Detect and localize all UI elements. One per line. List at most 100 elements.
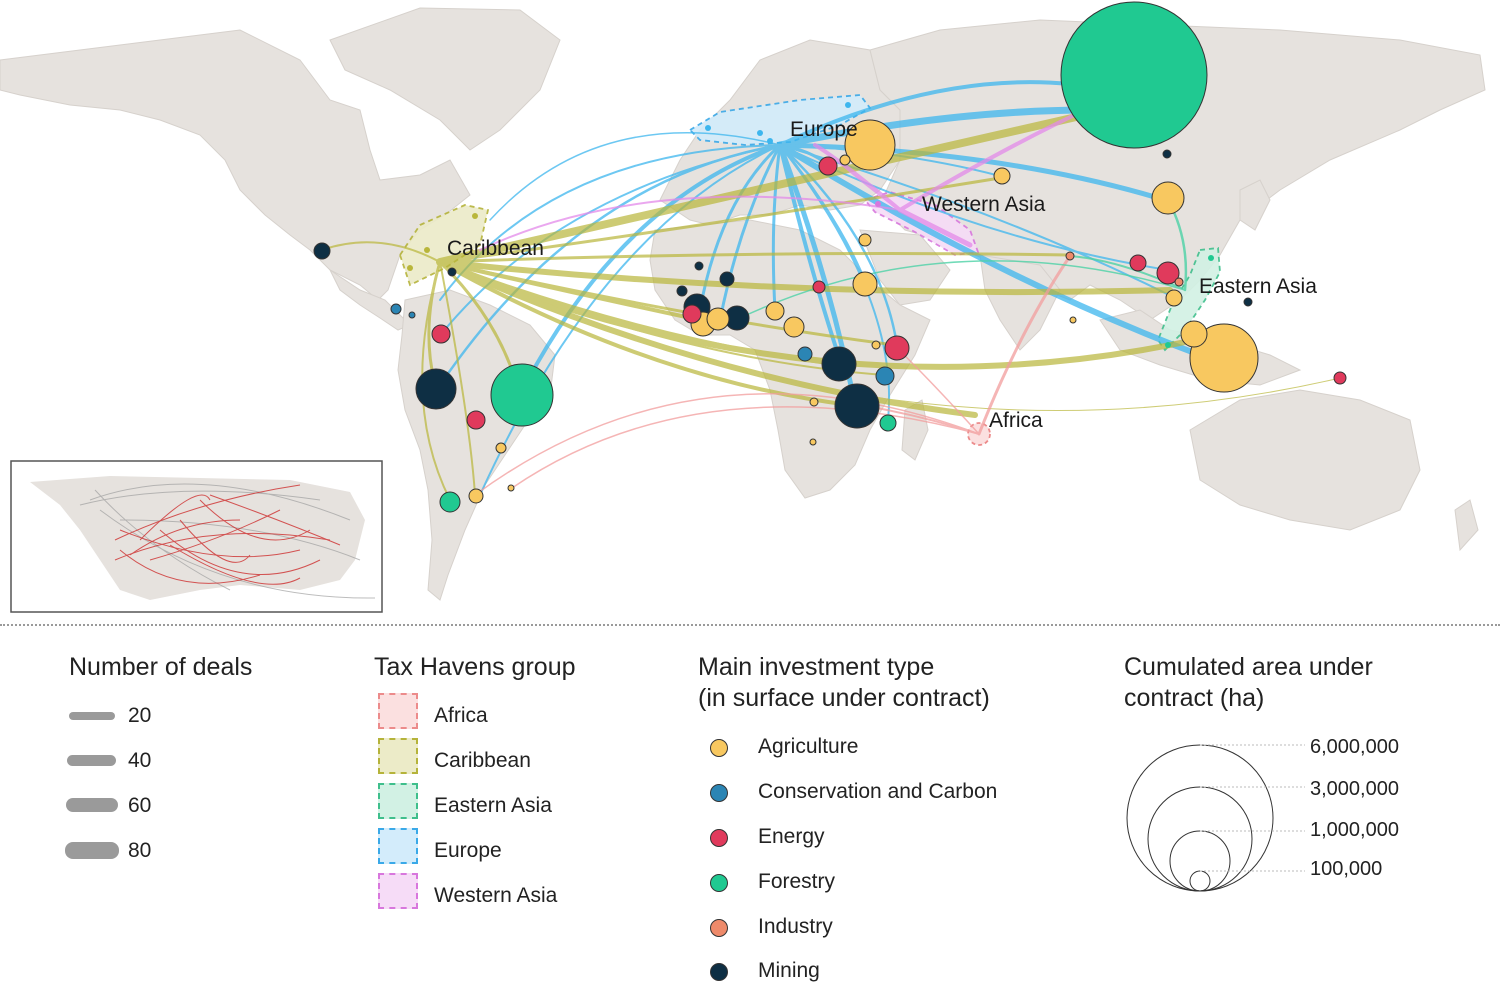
inset-red-flow <box>114 532 331 561</box>
bubble-chile-forestry <box>439 491 461 513</box>
bubble-paraguay-agriculture <box>495 442 507 454</box>
bubble-cameroon-agriculture <box>783 316 805 338</box>
flow-caribbean-to-india <box>438 252 1072 264</box>
bubble-burma-energy <box>1129 254 1147 272</box>
type-dot-conservation <box>710 784 728 802</box>
haven-label-western-asia: Western Asia <box>434 884 558 907</box>
bubble-sierra-energy <box>682 304 702 324</box>
type-dot-energy <box>710 829 728 847</box>
bubble-png-energy <box>1333 371 1347 385</box>
deal-bar-20 <box>69 712 115 720</box>
inset-red-flow <box>114 484 301 541</box>
bubble-iraq-agriculture <box>858 233 872 247</box>
bubble-kazakh-agriculture <box>993 167 1011 185</box>
bubble-zambia-agriculture <box>809 397 819 407</box>
section-divider <box>0 624 1500 626</box>
australia-land <box>1189 389 1421 531</box>
flow-western-asia-to-caribbean <box>479 195 901 251</box>
bubble-ethiopia-energy <box>884 335 910 361</box>
bubble-kenya-conservation <box>875 366 895 386</box>
flow-eastern-asia-to-west-africa <box>739 260 1186 319</box>
inset-gray-flow <box>89 483 351 521</box>
flow-western-asia-to-ukraine <box>838 160 902 212</box>
type-label-energy: Energy <box>758 825 825 848</box>
bubble-argentina-agriculture <box>468 488 484 504</box>
bubble-caribbean-mining <box>447 267 457 277</box>
eastern-asia-member-dot <box>1165 342 1171 348</box>
investment-bubbles <box>313 1 1347 513</box>
region-label-africa: Africa <box>989 409 1043 432</box>
flow-caribbean-to-africa <box>437 259 978 418</box>
haven-label-africa: Africa <box>434 704 488 727</box>
bubble-japan-mining <box>1162 149 1172 159</box>
legend-deals-title: Number of deals <box>69 653 253 681</box>
bubble-algeria-energy <box>812 280 826 294</box>
caribbean-hull <box>399 204 490 287</box>
deal-label-60: 60 <box>128 794 152 817</box>
flow-africa-to-chile <box>474 393 980 496</box>
size-circle-100000 <box>1189 870 1211 892</box>
caribbean-flows <box>321 111 1341 501</box>
bubble-small-agri-2 <box>871 340 881 350</box>
flow-caribbean-to-congo <box>438 260 840 367</box>
europe-member-dot <box>757 130 763 136</box>
deal-label-40: 40 <box>128 749 152 772</box>
legend-types-title-line2: (in surface under contract) <box>698 684 990 712</box>
bubble-pacific-mining <box>1243 297 1253 307</box>
inset-red-flow <box>169 544 301 585</box>
western-asia-member-dot <box>875 201 881 207</box>
flow-western-asia-to-hull <box>897 207 973 248</box>
japan-land <box>1239 179 1271 231</box>
inset-red-flow <box>139 494 211 541</box>
bubble-brazil-forestry <box>490 363 554 427</box>
inset-red-flow <box>129 519 241 556</box>
size-label-1000000: 1,000,000 <box>1310 819 1399 841</box>
bubble-peru-mining <box>415 368 457 410</box>
haven-swatch-eastern-asia <box>378 783 418 819</box>
deal-bar-60 <box>66 798 118 812</box>
bubble-sudan-agriculture <box>852 271 878 297</box>
bubble-chad-agriculture <box>765 301 785 321</box>
inset-map <box>10 460 383 613</box>
region-label-western-asia: Western Asia <box>922 193 1046 216</box>
legend-types-title-line1: Main investment type <box>698 653 935 681</box>
bubble-nigeria-agriculture <box>706 307 730 331</box>
haven-swatch-caribbean <box>378 738 418 774</box>
size-label-100000: 100,000 <box>1310 858 1382 880</box>
bubble-small-agri-1 <box>1069 316 1077 324</box>
bubble-philippines-agriculture <box>1180 320 1208 348</box>
bubble-small-agri-4 <box>839 154 851 166</box>
deal-bar-40 <box>67 755 116 766</box>
caribbean-member-dot <box>407 265 413 271</box>
flow-caribbean-to-siberia <box>436 111 1089 266</box>
flow-caribbean-to-mexico <box>321 241 441 263</box>
region-labels: Europe Western Asia Caribbean Eastern As… <box>447 118 1317 432</box>
europe-member-dot <box>845 102 851 108</box>
size-label-3000000: 3,000,000 <box>1310 778 1399 800</box>
inset-gray-flow <box>94 489 231 591</box>
bubble-congo-mining <box>821 346 857 382</box>
type-dot-industry <box>710 919 728 937</box>
inset-red-flow <box>159 529 321 576</box>
inset-red-flow <box>119 529 301 558</box>
inset-red-flows <box>114 484 341 585</box>
haven-member-dots <box>407 102 1214 348</box>
bubble-india-industry <box>1065 251 1075 261</box>
type-dot-agriculture <box>710 739 728 757</box>
inset-red-flow <box>179 519 251 563</box>
bubble-costa-conservation <box>390 303 402 315</box>
bubble-china-agriculture <box>1151 181 1185 215</box>
bubble-ukraine-agriculture <box>844 119 896 171</box>
bubble-car-conservation <box>797 346 813 362</box>
bubble-taiwan-agriculture <box>1165 289 1183 307</box>
europe-hull <box>688 94 872 146</box>
world-map: Europe Western Asia Caribbean Eastern As… <box>0 1 1486 613</box>
bubble-indonesia-agriculture <box>1189 323 1259 393</box>
bubble-drc-mining <box>834 383 880 429</box>
legend-havens-title: Tax Havens group <box>374 653 576 681</box>
caribbean-member-dot <box>424 247 430 253</box>
europe-member-dot <box>705 125 711 131</box>
bubble-mexico-mining <box>313 242 331 260</box>
inset-gray-flows <box>79 483 376 599</box>
western-asia-flows <box>479 108 1087 251</box>
